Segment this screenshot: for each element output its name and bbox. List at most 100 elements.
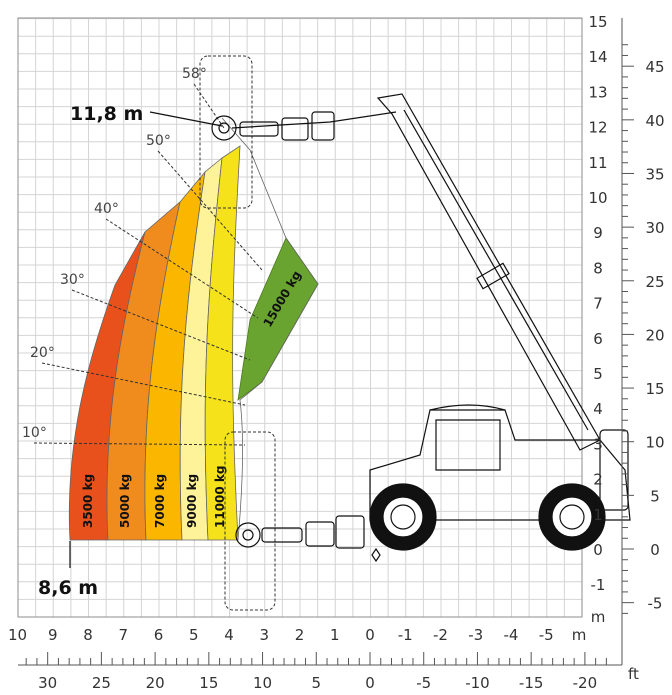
x-tick-label-m: 1 [330, 626, 340, 644]
angle-line [193, 83, 225, 129]
x-tick-label-m: 4 [224, 626, 234, 644]
y-tick-label-m: 11 [588, 154, 607, 172]
y-unit-m: m [591, 608, 606, 626]
boom [376, 93, 601, 451]
y-tick-label-m: 13 [588, 83, 607, 101]
y-tick-label-ft: 0 [650, 541, 660, 559]
angle-label: 10° [22, 425, 47, 441]
boom-cylinder [476, 262, 510, 290]
x-tick-label-ft: 0 [365, 674, 375, 692]
cab-window [435, 419, 501, 471]
x-tick-label-ft: -5 [416, 674, 431, 692]
x-unit-ft: ft [628, 665, 639, 683]
max-height-leader [149, 111, 223, 127]
y-tick-label-ft: -5 [648, 595, 663, 613]
x-tick-label-ft: 5 [312, 674, 322, 692]
angle-label: 20° [30, 345, 55, 361]
zone-label: 5000 kg [118, 474, 132, 528]
raised-head [311, 111, 335, 141]
y-tick-label-m: 0 [593, 541, 603, 559]
load-zones [68, 117, 319, 541]
y-tick-label-m: 12 [588, 119, 607, 137]
y-tick-label-ft: 40 [645, 112, 664, 130]
pivot-marker [371, 547, 381, 563]
zone-label: 11000 kg [213, 466, 227, 529]
x-tick-label-ft: -15 [519, 674, 544, 692]
y-tick-label-m: 1 [593, 506, 603, 524]
y-tick-label-ft: 30 [645, 219, 664, 237]
angle-label: 58° [182, 66, 207, 82]
x-tick-label-ft: 10 [253, 674, 272, 692]
lower-head [305, 521, 335, 547]
y-tick-label-m: 5 [593, 365, 603, 383]
x-tick-label-ft: 30 [38, 674, 57, 692]
y-tick-label-m: 9 [593, 224, 603, 242]
y-tick-label-ft: 10 [645, 434, 664, 452]
x-tick-label-m: 2 [295, 626, 305, 644]
x-tick-label-ft: -20 [573, 674, 598, 692]
y-tick-label-ft: 5 [650, 487, 660, 505]
wheel-hub [559, 504, 585, 530]
swing-box [224, 431, 276, 611]
x-tick-label-m: 9 [48, 626, 58, 644]
load-zone [204, 145, 241, 541]
x-tick-label-m: 6 [154, 626, 164, 644]
x-unit-m: m [572, 626, 587, 644]
x-tick-label-m: 0 [365, 626, 375, 644]
x-tick-label-m: -3 [468, 626, 483, 644]
wheel-rim [382, 496, 424, 538]
y-tick-label-m: 8 [593, 259, 603, 277]
y-tick-label-m: 10 [588, 189, 607, 207]
raised-hook [218, 122, 230, 134]
zone-edge [221, 117, 319, 541]
angle-lines [33, 83, 263, 446]
y-tick-label-m: 14 [588, 48, 607, 66]
max-height-label: 11,8 m [70, 103, 143, 125]
counterweight [599, 429, 629, 511]
cab-roof [429, 404, 506, 411]
x-tick-label-ft: 25 [92, 674, 111, 692]
x-tick-label-m: 8 [83, 626, 93, 644]
telehandler [211, 93, 631, 563]
x-tick-label-m: 3 [259, 626, 269, 644]
y-tick-label-ft: 15 [645, 380, 664, 398]
raised-hook [211, 115, 237, 141]
zone-label: 9000 kg [185, 474, 199, 528]
y-tick-label-m: 6 [593, 330, 603, 348]
y-tick-label-ft: 20 [645, 326, 664, 344]
angle-line [33, 442, 246, 446]
angle-label: 50° [146, 133, 171, 149]
angle-label: 40° [94, 201, 119, 217]
y-tick-label-ft: 35 [645, 165, 664, 183]
y-tick-label-m: 15 [588, 13, 607, 31]
zone-label: 7000 kg [153, 474, 167, 528]
angle-line [41, 362, 246, 406]
zone-label: 3500 kg [81, 474, 95, 528]
swing-box [199, 55, 253, 209]
angle-line [157, 150, 263, 271]
x-tick-label-m: -2 [433, 626, 448, 644]
x-tick-label-m: 5 [189, 626, 199, 644]
raised-fork [239, 121, 279, 137]
y-tick-label-m: 7 [593, 295, 603, 313]
x-tick-label-m: -5 [539, 626, 554, 644]
raised-arm [231, 111, 397, 129]
y-tick-label-m: 2 [593, 471, 603, 489]
y-tick-label-m: 4 [593, 400, 603, 418]
raised-head [281, 117, 309, 141]
x-tick-label-m: -1 [398, 626, 413, 644]
angle-line [105, 218, 259, 319]
x-tick-label-m: 7 [118, 626, 128, 644]
lower-fork [261, 527, 303, 543]
x-tick-label-m: -4 [504, 626, 519, 644]
y-tick-label-ft: 45 [645, 58, 664, 76]
lower-head [335, 515, 365, 549]
lower-hook [242, 529, 254, 541]
x-tick-label-ft: 15 [199, 674, 218, 692]
wheel-rim [551, 496, 593, 538]
y-tick-label-m: -1 [591, 576, 606, 594]
plot-frame [17, 17, 583, 618]
max-reach-label: 8,6 m [38, 577, 98, 599]
angle-label: 30° [60, 272, 85, 288]
